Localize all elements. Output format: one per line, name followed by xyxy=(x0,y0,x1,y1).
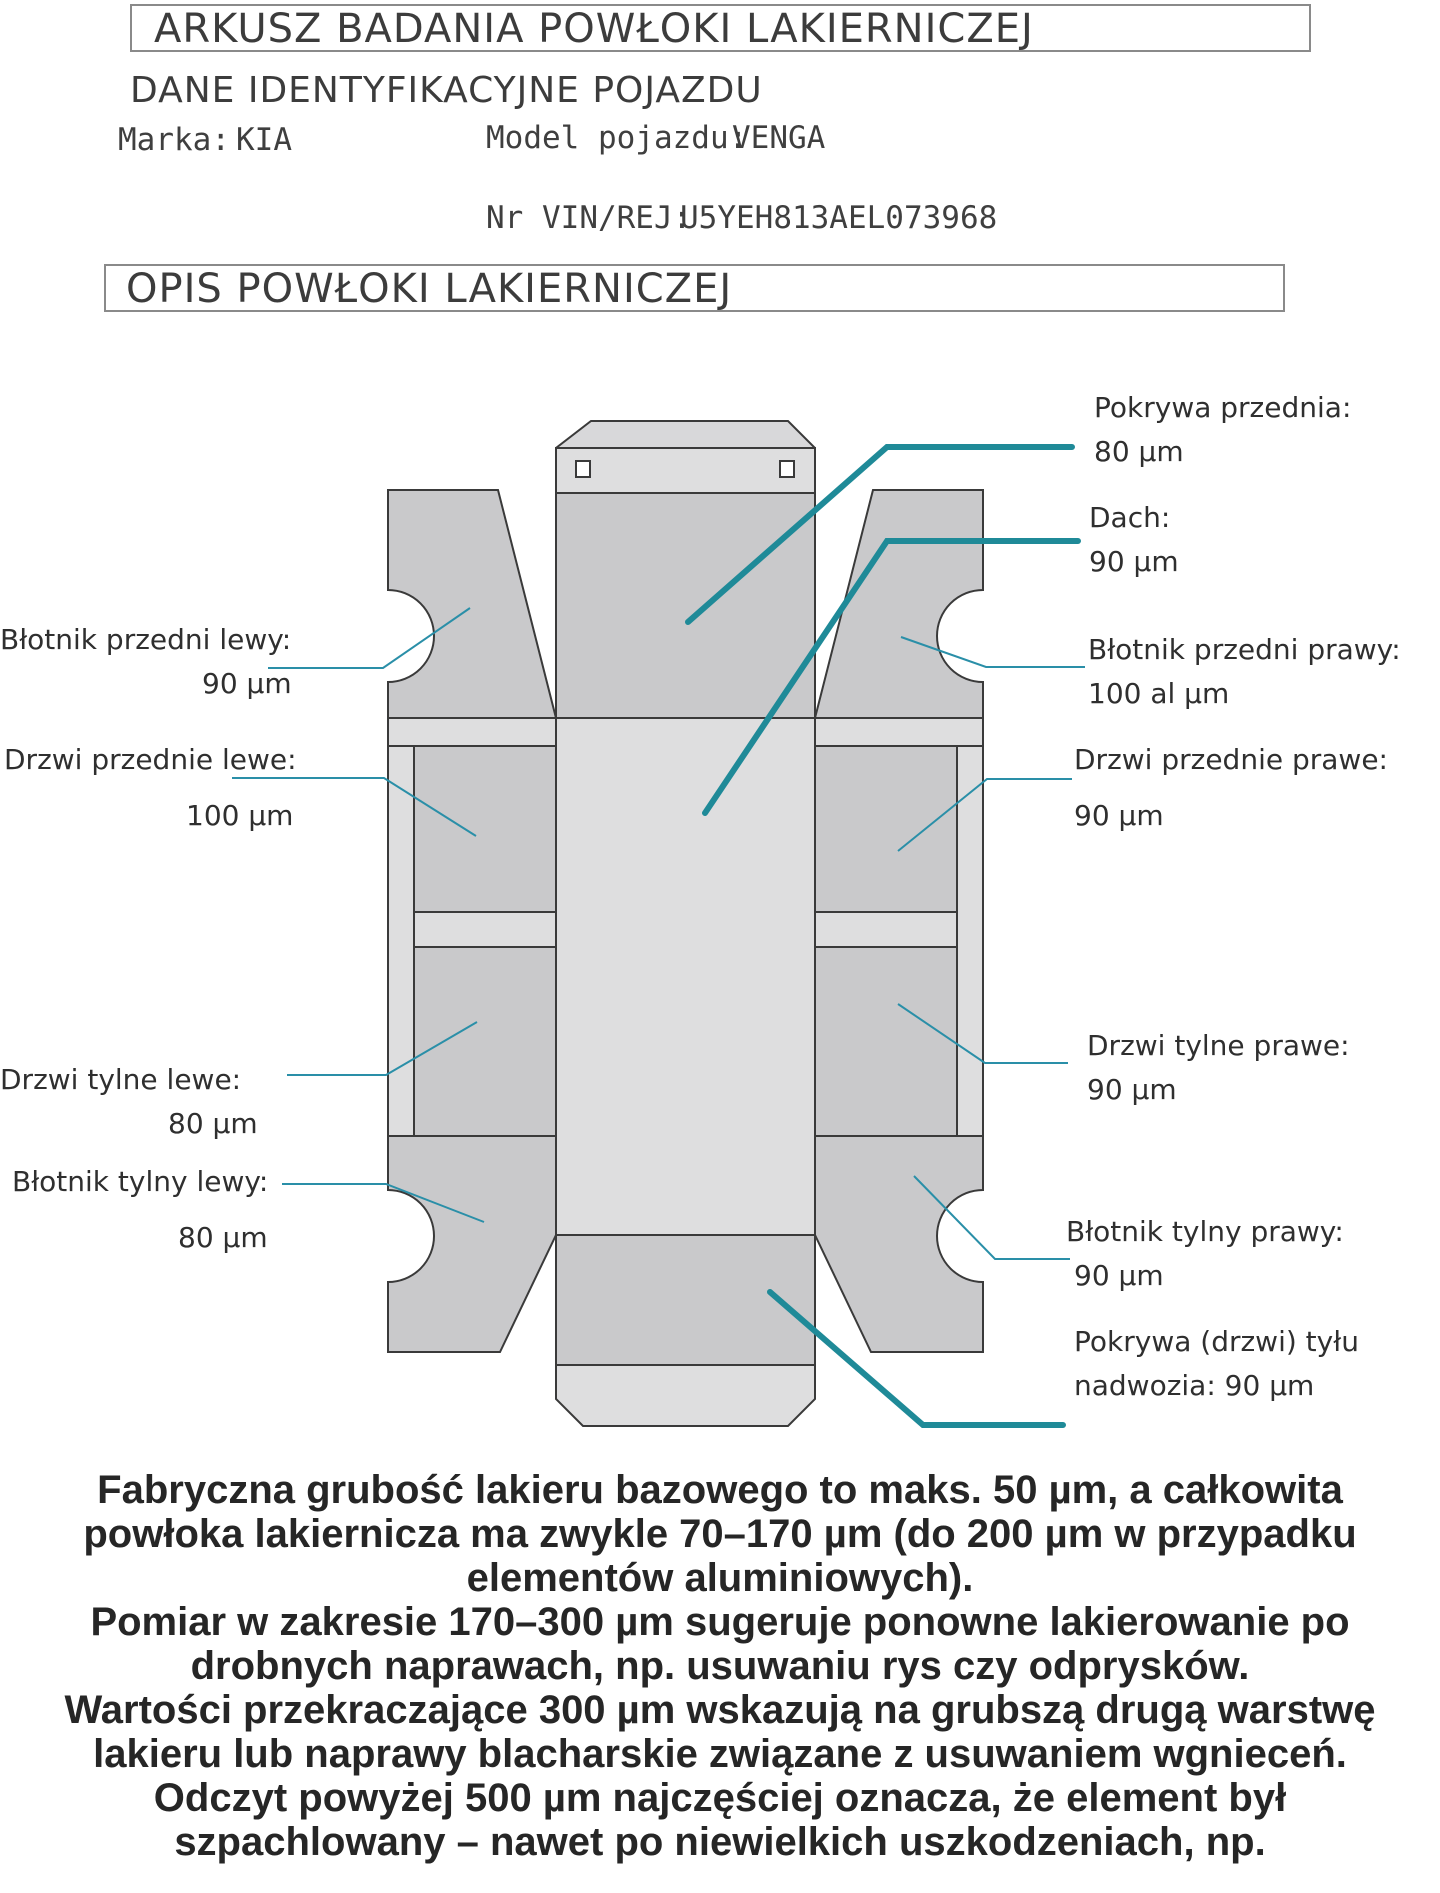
front-right-fender-panel xyxy=(813,489,984,719)
left-sill-mid xyxy=(413,911,557,948)
vin-value: U5YEH813AEL073968 xyxy=(680,200,998,236)
front-left-fender-leader xyxy=(268,607,471,669)
note-line: powłoka lakiernicza ma zwykle 70–170 µm … xyxy=(83,1512,1357,1556)
make-label: Marka: xyxy=(118,122,230,158)
hood-hole-left xyxy=(575,460,591,478)
tailgate-leader xyxy=(767,1289,1066,1428)
right-pillar xyxy=(956,745,984,1137)
section-vehicle-heading: DANE IDENTYFIKACYJNE POJAZDU xyxy=(130,70,763,111)
rear-right-fender-leader xyxy=(913,1175,1070,1260)
car-body-diagram xyxy=(232,420,1085,1428)
coating-section-box xyxy=(104,264,1285,312)
note-line: elementów aluminiowych). xyxy=(466,1556,974,1600)
front-right-door-label: Drzwi przednie prawe: 90 µm xyxy=(1074,743,1388,832)
rear-left-fender-panel xyxy=(387,1135,557,1353)
hood-hole-right xyxy=(779,460,795,478)
rear-right-door-label: Drzwi tylne prawe:90 µm xyxy=(1087,1029,1350,1106)
front-left-door-label: Drzwi przednie lewe: 100 µm xyxy=(4,743,297,832)
roof-label: Dach:90 µm xyxy=(1089,501,1179,578)
hood-label: Pokrywa przednia:80 µm xyxy=(1094,391,1352,468)
front-right-fender-leader xyxy=(900,636,1085,668)
front-right-fender-label: Błotnik przedni prawy:100 al µm xyxy=(1088,633,1401,710)
front-left-fender-label: Błotnik przedni lewy: 90 µm xyxy=(0,623,292,700)
rear-left-door-panel xyxy=(413,946,557,1137)
page-title: ARKUSZ BADANIA POWŁOKI LAKIERNICZEJ xyxy=(154,6,1034,52)
left-pillar xyxy=(387,745,415,1137)
model-label: Model pojazdu: xyxy=(486,120,748,156)
front-right-door-leader xyxy=(897,778,1072,852)
front-right-door-panel xyxy=(814,745,958,913)
rear-left-door-leader xyxy=(287,1021,478,1076)
note-line: drobnych naprawach, np. usuwaniu rys czy… xyxy=(190,1644,1250,1688)
front-left-fender-panel xyxy=(387,489,558,719)
roof-leader xyxy=(702,538,1081,816)
note-line: lakieru lub naprawy blacharskie związane… xyxy=(93,1732,1347,1776)
note-line: Odczyt powyżej 500 µm najczęściej oznacz… xyxy=(153,1776,1287,1820)
hood-leader xyxy=(685,444,1075,625)
right-sill-mid xyxy=(814,911,958,948)
rear-left-door-label: Drzwi tylne lewe: 80 µm xyxy=(0,1063,258,1140)
left-sill-top xyxy=(387,717,557,747)
roof-panel xyxy=(555,717,816,1236)
tailgate-panel xyxy=(555,1234,816,1366)
make-value: KIA xyxy=(236,122,292,158)
section-coating-heading: OPIS POWŁOKI LAKIERNICZEJ xyxy=(126,266,733,312)
note-line: Wartości przekraczające 300 µm wskazują … xyxy=(64,1688,1376,1732)
vin-label: Nr VIN/REJ: xyxy=(486,200,692,236)
rear-left-fender-leader xyxy=(282,1183,485,1223)
model-value: VENGA xyxy=(732,120,826,156)
front-left-door-panel xyxy=(413,745,557,913)
note-line: szpachlowany – nawet po niewielkich uszk… xyxy=(174,1820,1266,1864)
note-line: Fabryczna grubość lakieru bazowego to ma… xyxy=(97,1468,1343,1512)
coating-thickness-note: Fabryczna grubość lakieru bazowego to ma… xyxy=(0,1468,1440,1864)
rear-right-fender-label: Błotnik tylny prawy: 90 µm xyxy=(1066,1215,1344,1292)
title-box xyxy=(130,4,1311,52)
rear-bumper xyxy=(555,1364,816,1427)
rear-left-fender-label: Błotnik tylny lewy: 80 µm xyxy=(12,1165,269,1254)
note-line: Pomiar w zakresie 170–300 µm sugeruje po… xyxy=(90,1600,1350,1644)
right-sill-top xyxy=(814,717,984,747)
rear-right-door-leader xyxy=(897,1003,1068,1064)
rear-right-fender-panel xyxy=(814,1135,984,1353)
front-left-door-leader xyxy=(232,777,477,837)
rear-right-door-panel xyxy=(814,946,958,1137)
